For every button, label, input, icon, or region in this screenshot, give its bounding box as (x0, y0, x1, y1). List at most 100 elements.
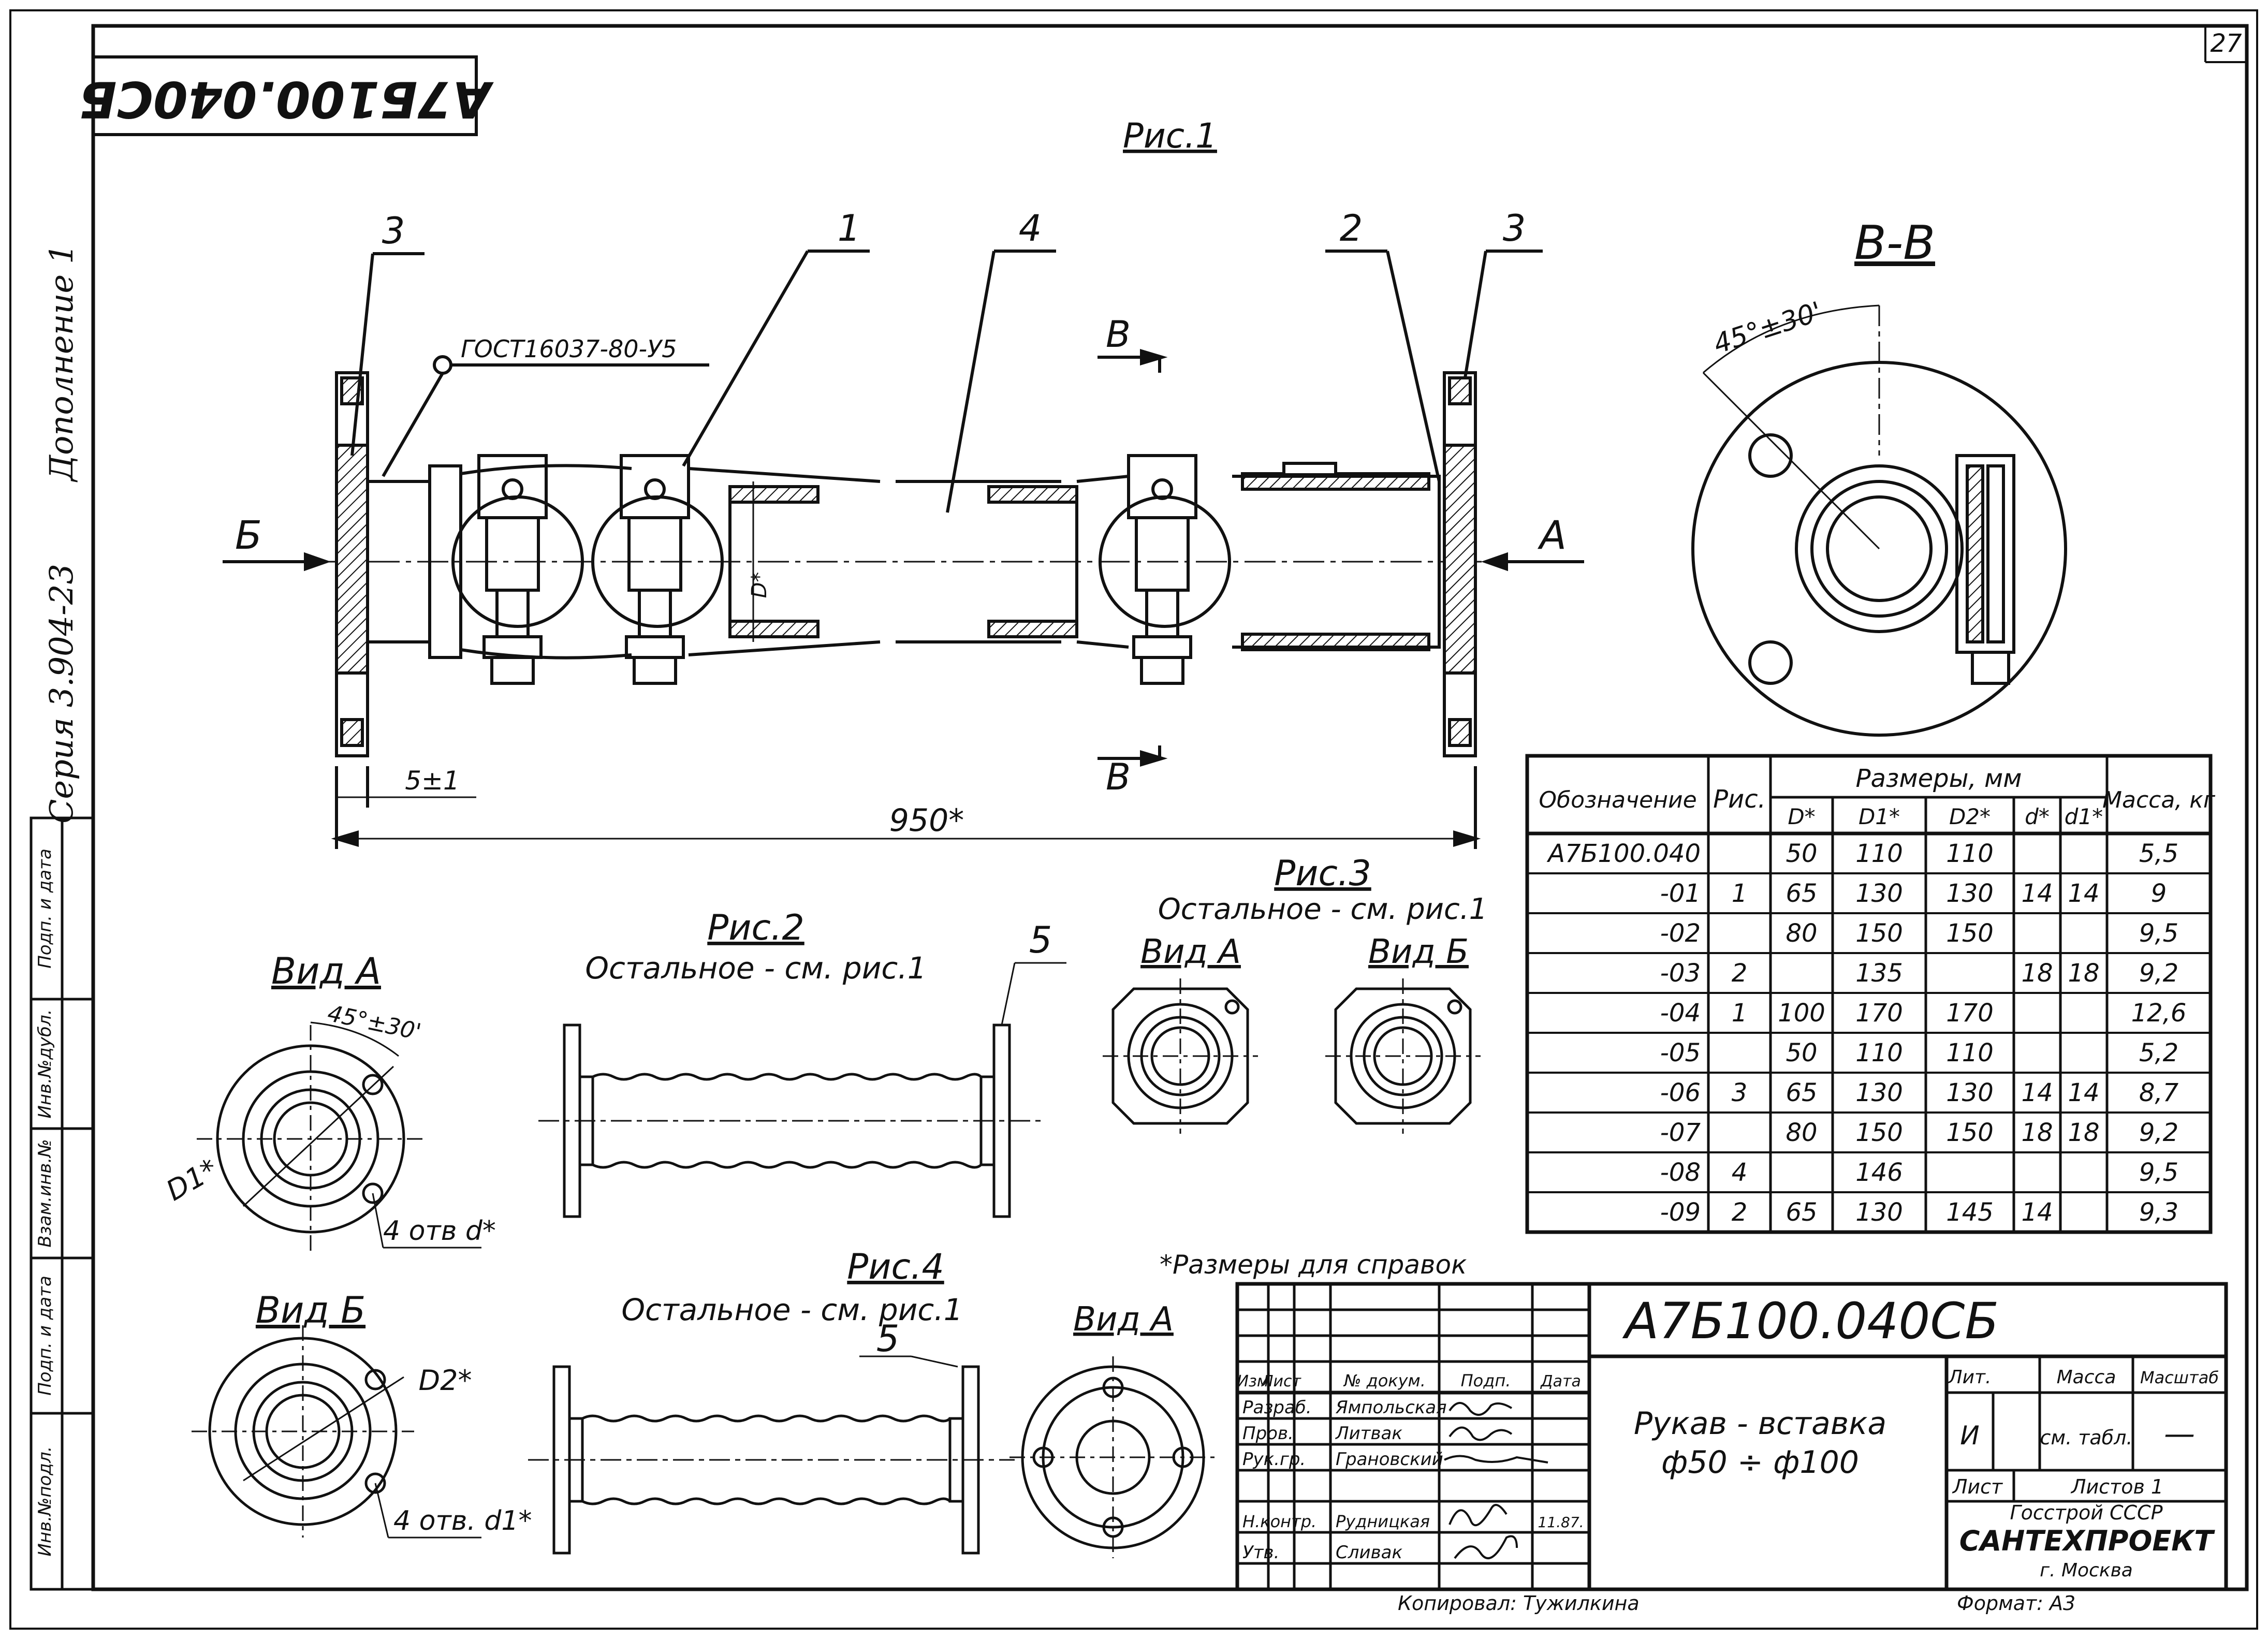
tb-org-1: Госстрой СССР (2010, 1501, 2162, 1524)
table-cell-D: 50 (1786, 1038, 1817, 1067)
table-cell-D2: 145 (1946, 1198, 1994, 1227)
fig3-note: Остальное - см. рис.1 (1158, 892, 1488, 926)
fig4-callout-5: 5 (876, 1318, 900, 1360)
supplement-label: Дополнение 1 (42, 244, 80, 483)
fig1-gost-note: ГОСТ16037-80-У5 (461, 335, 677, 363)
fig1-callout-3-left: 3 (382, 210, 405, 252)
fig1-dim-length: 950* (889, 802, 964, 839)
view-a-angle: 45°±30' (325, 1000, 423, 1046)
fig4-note: Остальное - см. рис.1 (621, 1292, 962, 1327)
tb-hdr-izm: Изм (1237, 1372, 1268, 1391)
view-a-dia: D1* (160, 1152, 223, 1207)
code-stamp: А7Б100.040СБ (79, 55, 494, 136)
table-cell-des: -04 (1660, 999, 1701, 1028)
fig1-dim-d: D* (748, 572, 771, 598)
section-bb-drawing (1691, 304, 2067, 737)
table-cell-mass: 5,5 (2139, 839, 2178, 868)
fig1-drawing (223, 250, 1584, 849)
table-cell-des: -01 (1660, 879, 1701, 908)
tb-copied: Копировал: Тужилкина (1398, 1592, 1640, 1615)
tb-mass-value: см. табл. (2040, 1426, 2133, 1449)
table-cell-mass: 9,2 (2139, 1118, 2178, 1147)
table-cell-D1: 130 (1855, 1198, 1903, 1227)
fig1-title: Рис.1 (1123, 116, 1217, 156)
tb-lit-label: Лит. (1948, 1367, 1992, 1388)
view-b-holes: 4 отв. d1* (393, 1505, 532, 1536)
fig4-drawing (528, 1355, 1217, 1558)
page-number: 27 (2210, 29, 2242, 58)
table-cell-fig: 1 (1732, 879, 1748, 908)
table-cell-fig: 2 (1732, 959, 1748, 988)
fig1-callout-1: 1 (838, 207, 861, 250)
tb-name-utv: Сливак (1336, 1542, 1402, 1563)
tb-scale-value: — (2164, 1416, 2195, 1452)
fig1-section-mark-bottom: В (1106, 756, 1131, 798)
table-cell-D1: 130 (1855, 879, 1903, 908)
table-cell-fig: 1 (1732, 999, 1748, 1028)
strip-label-3: Взам.инв.№ (35, 1139, 55, 1247)
table-cell-D: 80 (1786, 919, 1817, 948)
fig3-view-b: Вид Б (1368, 933, 1469, 971)
fig4-title: Рис.4 (847, 1247, 944, 1287)
tb-role-rukgr: Рук.гр. (1242, 1449, 1306, 1470)
fig1-dim-flange: 5±1 (405, 766, 460, 796)
th-D: D* (1788, 804, 1815, 829)
section-bb-title: В-В (1854, 216, 1935, 270)
view-a-drawing (197, 1021, 481, 1253)
tb-hdr-doc: № докум. (1343, 1371, 1426, 1391)
fig3-title: Рис.3 (1274, 853, 1371, 894)
th-d: d* (2025, 804, 2050, 829)
tb-hdr-list: Лист (1261, 1372, 1302, 1391)
tb-role-prov: Пров. (1242, 1423, 1294, 1444)
table-cell-fig: 3 (1732, 1078, 1748, 1107)
view-b-dia: D2* (419, 1364, 472, 1397)
table-cell-D: 65 (1786, 1078, 1817, 1107)
tb-org-3: г. Москва (2040, 1560, 2133, 1581)
tb-sheet-label: Лист (1952, 1475, 2003, 1498)
tb-scale-label: Масштаб (2140, 1368, 2219, 1387)
table-cell-des: -03 (1660, 959, 1701, 988)
table-cell-D1: 130 (1855, 1078, 1903, 1107)
fig4-view-a: Вид А (1073, 1300, 1174, 1339)
table-cell-des: -06 (1660, 1078, 1701, 1107)
table-cell-D1: 110 (1855, 1038, 1903, 1067)
table-cell-D1: 135 (1855, 959, 1903, 988)
svg-text:А7Б100.040СБ: А7Б100.040СБ (79, 70, 494, 128)
table-cell-D1: 170 (1855, 999, 1903, 1028)
tb-name-razrab: Ямпольская (1335, 1397, 1447, 1418)
strip-label-4: Инв.№дубл. (35, 1009, 55, 1118)
table-cell-D: 50 (1786, 839, 1817, 868)
strip-label-1: Инв.№подл. (35, 1446, 55, 1557)
table-cell-mass: 9,3 (2139, 1198, 2178, 1227)
view-a-title: Вид А (271, 950, 381, 992)
table-cell-D: 65 (1786, 1198, 1817, 1227)
table-cell-D: 65 (1786, 879, 1817, 908)
table-cell-mass: 9,2 (2139, 959, 2178, 988)
section-bb-angle: 45°±30' (1710, 296, 1826, 360)
reference-note: *Размеры для справок (1160, 1250, 1467, 1280)
left-stamp-strip (30, 816, 95, 1591)
strip-label-2: Подп. и дата (35, 1276, 55, 1396)
table-cell-mass: 9 (2151, 879, 2167, 908)
table-cell-D1: 110 (1855, 839, 1903, 868)
table-cell-d: 18 (2021, 959, 2053, 988)
tb-role-razrab: Разраб. (1242, 1397, 1312, 1418)
table-cell-D: 100 (1778, 999, 1825, 1028)
fig1-section-mark-top: В (1106, 313, 1131, 356)
title-block (1235, 1282, 2228, 1591)
tb-name-1: Рукав - вставка (1634, 1406, 1886, 1442)
view-b-drawing (192, 1325, 481, 1539)
signatures (1444, 1402, 1548, 1559)
table-cell-mass: 12,6 (2131, 999, 2187, 1028)
tb-org-2: САНТЕХПРОЕКТ (1959, 1525, 2216, 1557)
sheet-frame (9, 9, 2258, 1630)
th-mass: Масса, кг (2102, 787, 2216, 813)
th-d1: d1* (2065, 804, 2103, 829)
fig2-callout-5: 5 (1029, 919, 1052, 961)
table-cell-D2: 130 (1946, 1078, 1994, 1107)
tb-sheets-label: Листов 1 (2070, 1475, 2163, 1498)
fig2-drawing (538, 962, 1066, 1218)
tb-code: А7Б100.040СБ (1622, 1292, 1999, 1350)
